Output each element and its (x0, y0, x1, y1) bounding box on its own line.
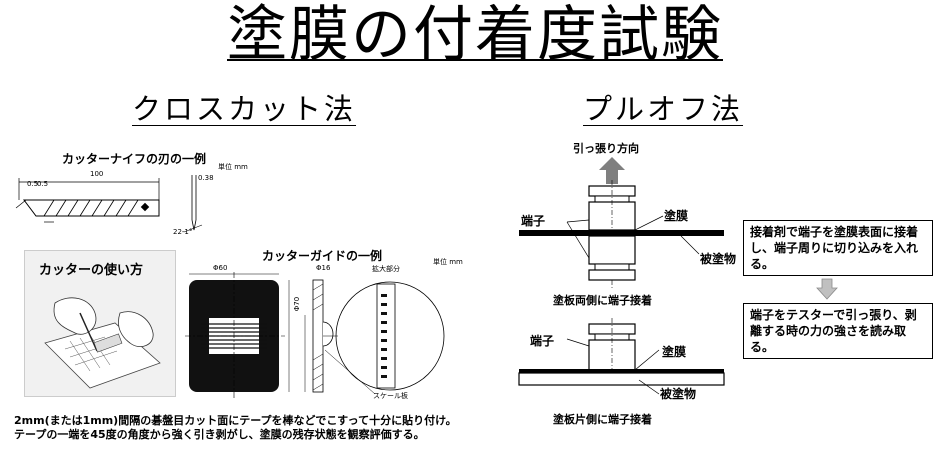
dim-60: Φ60 (213, 264, 228, 272)
dim-16: Φ16 (316, 264, 331, 272)
dim-100: 100 (90, 170, 104, 178)
terminal-label-1: 端子 (521, 214, 546, 228)
cutter-guide-diagram (185, 272, 445, 400)
substrate-layer (518, 372, 725, 386)
blade-tip-diagram (183, 175, 203, 233)
terminal-label-2: 端子 (530, 334, 555, 348)
cutter-usage-photo: カッターの使い方 (24, 250, 176, 397)
usage-title: カッターの使い方 (39, 263, 144, 278)
dim-038: 0.38 (198, 174, 214, 182)
blade-outline (23, 199, 160, 217)
coated-panel (519, 230, 724, 236)
guide-caption: カッターガイドの一例 (262, 249, 383, 263)
page-title: 塗膜の付着度試験 (227, 0, 723, 70)
knife-unit: 単位 mm (218, 163, 248, 171)
pull-direction-label: 引っ張り方向 (573, 142, 639, 155)
terminal-bottom (588, 235, 636, 265)
substrate-label-2: 被塗物 (660, 387, 697, 401)
dim-05b: 0.5 (37, 180, 49, 188)
film-label-1: 塗膜 (664, 209, 689, 223)
hand-with-cutter-illustration (44, 297, 161, 389)
note-pull-read: 端子をテスターで引っ張り、剥離する時の力の強さを読み取る。 (743, 303, 933, 359)
guide-unit: 単位 mm (433, 258, 463, 266)
substrate-label-1: 被塗物 (700, 252, 737, 266)
terminal-top (588, 201, 636, 231)
dim-05a: 0.5 (27, 180, 39, 188)
film-label-2: 塗膜 (662, 345, 687, 359)
description-line-2: テープの一端を45度の角度から強く引き剥がし、塗膜の残存状態を観察評価する。 (14, 428, 425, 441)
knife-blade-diagram (15, 178, 160, 223)
dim-70: Φ70 (293, 296, 302, 312)
enlarged-label: 拡大部分 (372, 265, 400, 273)
crosscut-heading: クロスカット法 (132, 92, 357, 126)
angle-line (15, 199, 27, 209)
angle-label: 22-1° (173, 228, 193, 236)
film-layer (519, 369, 724, 373)
scale-label: スケール板 (373, 392, 408, 400)
description-line-1: 2mm(または1mm)間隔の碁盤目カット面にテープを棒などでこすって十分に貼り付… (14, 414, 457, 427)
caption-both-sides: 塗板両側に端子接着 (553, 294, 652, 307)
pulloff-diagram (518, 157, 725, 395)
crosscut-description: 2mm(または1mm)間隔の碁盤目カット面にテープを棒などでこすって十分に貼り付… (14, 414, 457, 442)
pulloff-heading: プルオフ法 (583, 92, 744, 126)
down-arrow-icon (816, 278, 838, 300)
blade-hatching (43, 199, 139, 217)
note-bond-terminal: 接着剤で端子を塗膜表面に接着し、端子周りに切り込みを入れる。 (743, 220, 933, 276)
pull-arrow-icon (599, 157, 625, 184)
knife-caption: カッターナイフの刃の一例 (62, 152, 207, 166)
caption-one-side: 塗板片側に端子接着 (553, 413, 652, 426)
